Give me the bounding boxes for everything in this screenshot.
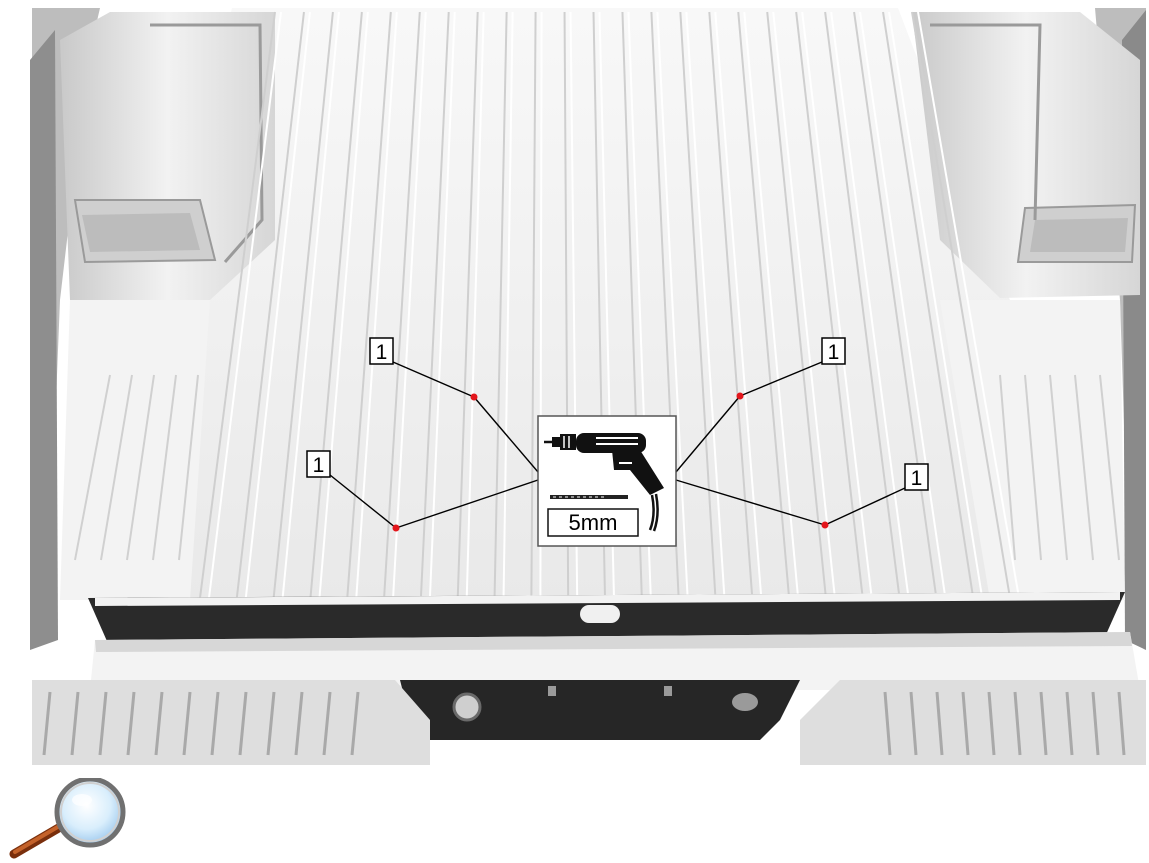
floor-corrugations xyxy=(199,11,1020,599)
drill-points xyxy=(392,392,829,532)
right-wheel-well xyxy=(912,12,1140,298)
callout-label: 1 xyxy=(911,467,923,490)
leader-line-upper-left xyxy=(392,361,475,398)
drill-icon xyxy=(544,433,664,532)
drill-bit-size: 5mm xyxy=(569,510,618,535)
left-wheel-well xyxy=(60,12,275,300)
drill-point-upper-left xyxy=(470,393,478,401)
callout-label: 1 xyxy=(828,341,840,364)
drill-point-lower-left xyxy=(392,524,400,532)
drill-point-upper-right xyxy=(736,392,744,400)
leader-line-upper-right xyxy=(739,361,823,397)
drill-size-box xyxy=(547,508,639,537)
side-floor-corrugations xyxy=(74,374,1120,561)
callout-label: 1 xyxy=(313,454,325,477)
tailgate-crossmember xyxy=(88,592,1140,740)
left-bumper-step xyxy=(32,680,430,765)
truck-bed-illustration xyxy=(30,8,1146,765)
drill-symbol: 5mm xyxy=(537,415,677,547)
right-bumper-step xyxy=(800,680,1146,765)
leader-line-upper-left-to-symbol xyxy=(473,396,539,473)
leader-line-lower-right-to-symbol xyxy=(675,479,826,526)
callout-upper-left: 1 xyxy=(369,337,394,365)
callout-label: 1 xyxy=(376,341,388,364)
callout-lower-right: 1 xyxy=(904,463,929,491)
leader-lines xyxy=(329,361,906,529)
callout-upper-right: 1 xyxy=(821,337,846,365)
leader-line-lower-right xyxy=(824,487,906,526)
magnifier-icon[interactable] xyxy=(8,778,130,860)
leader-line-lower-left xyxy=(329,474,397,529)
leader-line-upper-right-to-symbol xyxy=(675,395,741,473)
leader-line-lower-left-to-symbol xyxy=(395,479,539,529)
drill-point-lower-right xyxy=(821,521,829,529)
callout-lower-left: 1 xyxy=(306,450,331,478)
